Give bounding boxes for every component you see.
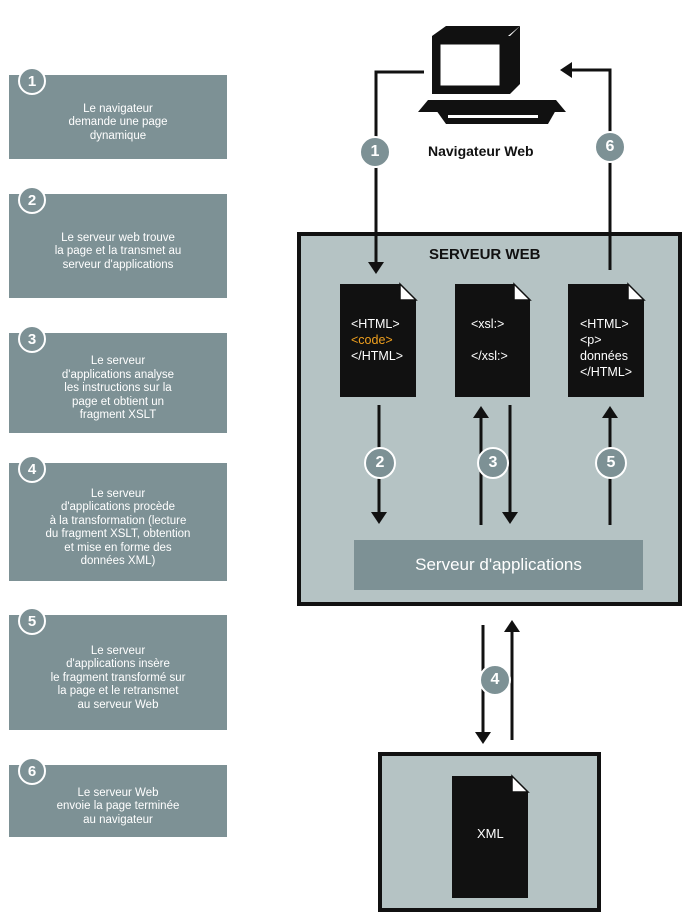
arrow-1-request: [368, 70, 424, 274]
doc3-text: <HTML> <p> données </HTML>: [580, 317, 633, 379]
step-description: Le navigateur demande une page dynamique: [68, 102, 168, 142]
doc1-text: <HTML> <code> </HTML>: [351, 317, 404, 363]
arrow-number-3: 3: [477, 447, 509, 479]
step-description: Le serveur d'applications analyse les in…: [61, 355, 175, 422]
step-card-1: 1 Le navigateur demande une page dynamiq…: [9, 67, 227, 159]
xml-doc-label: XML: [477, 826, 504, 841]
document-html-code: [340, 282, 418, 397]
computer-icon: [418, 26, 566, 124]
step-number-badge: 6: [18, 757, 46, 785]
arrow-number-1: 1: [359, 136, 391, 168]
arrow-number-5: 5: [595, 447, 627, 479]
application-server-box: Serveur d'applications: [354, 540, 643, 590]
arrow-4-up: [504, 620, 520, 740]
step-description: Le serveur d'applications insère le frag…: [50, 644, 186, 711]
step-card-2: 2 Le serveur web trouve la page et la tr…: [9, 186, 227, 298]
document-xsl: [455, 282, 532, 397]
step-number-badge: 4: [18, 455, 46, 483]
step-description: Le serveur web trouve la page et la tran…: [54, 231, 182, 271]
step-number-badge: 2: [18, 186, 46, 214]
step-description: Le serveur d'applications procède à la t…: [45, 487, 191, 568]
web-server-title: SERVEUR WEB: [429, 246, 541, 263]
document-html-data: [568, 282, 646, 397]
step-card-3: 3 Le serveur d'applications analyse les …: [9, 325, 227, 433]
step-number-badge: 3: [18, 325, 46, 353]
doc2-text: <xsl:> </xsl:>: [471, 317, 508, 363]
document-xml: [452, 774, 530, 898]
arrow-number-4: 4: [479, 664, 511, 696]
browser-label: Navigateur Web: [428, 143, 534, 159]
step-description: Le serveur Web envoie la page terminée a…: [56, 786, 180, 826]
application-server-label: Serveur d'applications: [415, 555, 582, 574]
arrow-6-response: [560, 62, 612, 270]
arrow-3-down: [502, 405, 518, 524]
step-card-4: 4 Le serveur d'applications procède à la…: [9, 455, 227, 581]
arrow-number-2: 2: [364, 447, 396, 479]
step-card-6: 6 Le serveur Web envoie la page terminée…: [9, 757, 227, 837]
step-number-badge: 1: [18, 67, 46, 95]
arrow-number-6: 6: [594, 131, 626, 163]
step-number-badge: 5: [18, 607, 46, 635]
step-card-5: 5 Le serveur d'applications insère le fr…: [9, 607, 227, 730]
